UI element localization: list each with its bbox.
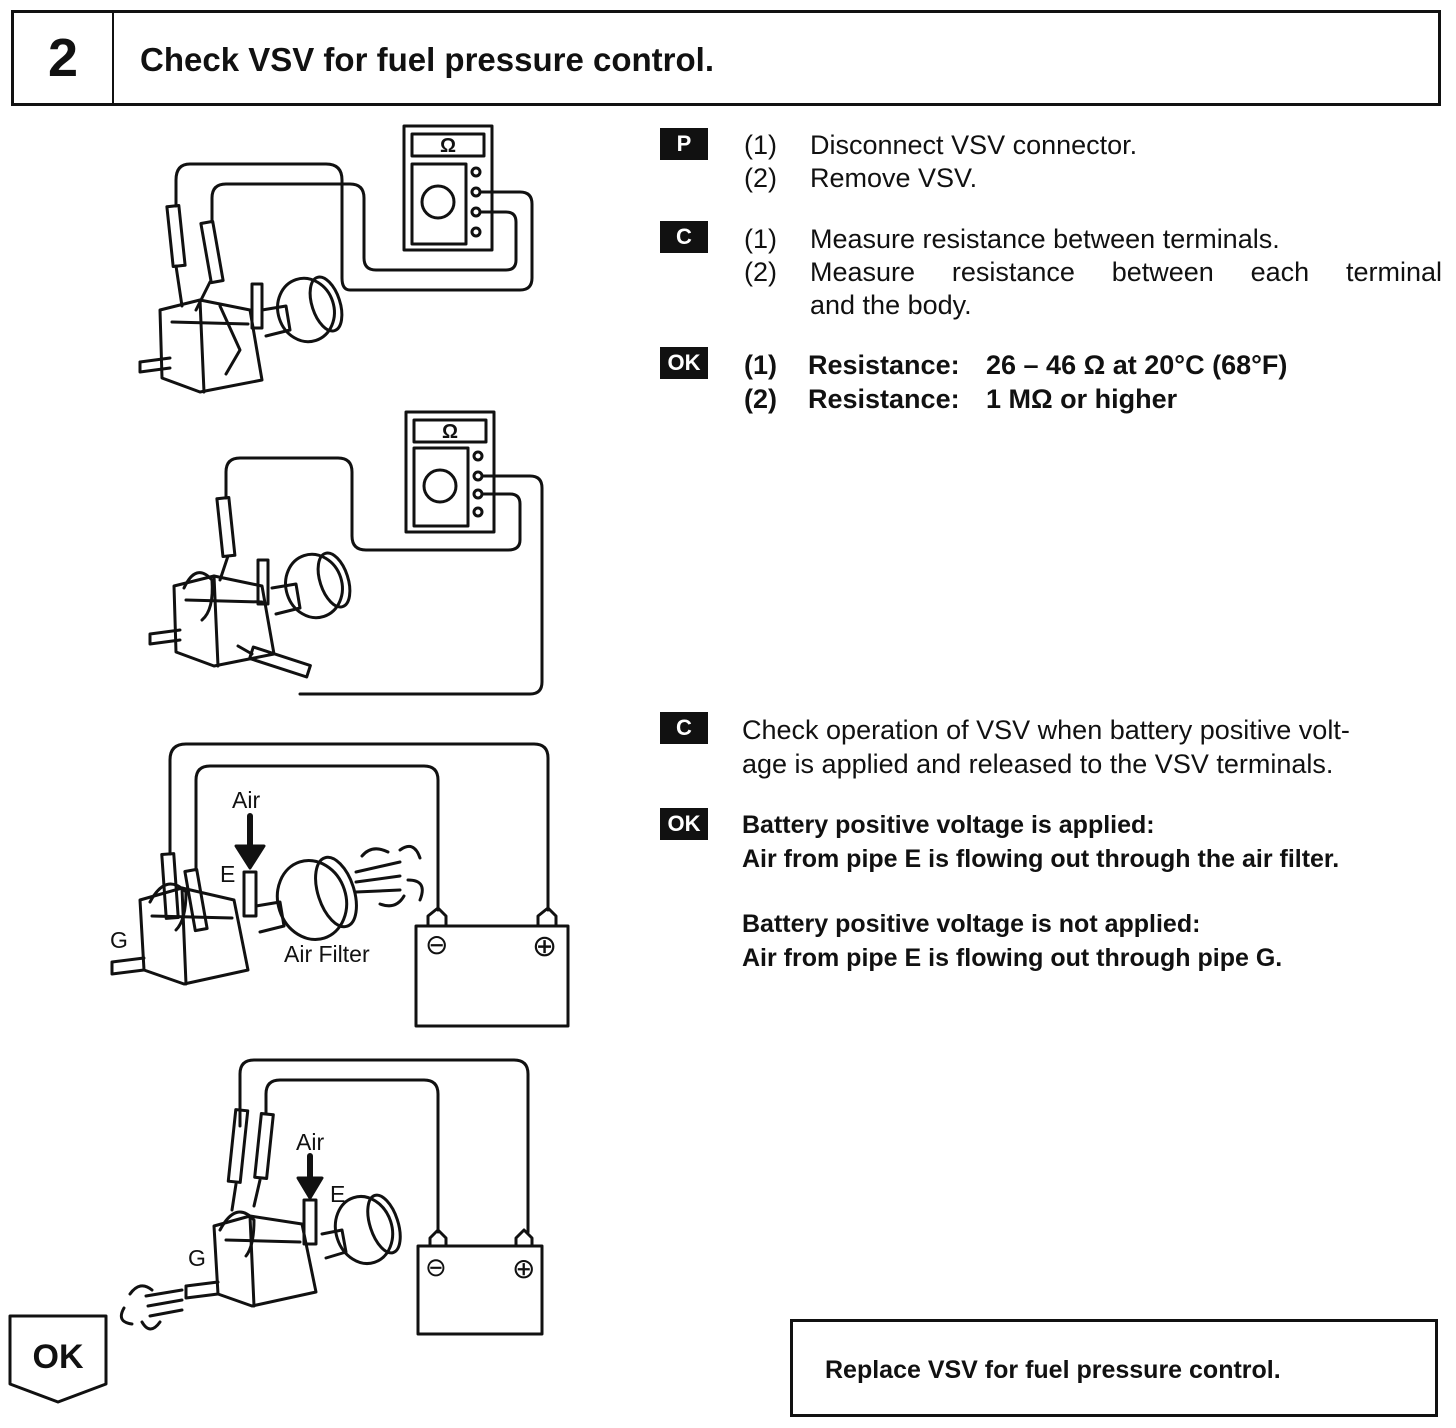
badge-check-2: C: [660, 712, 708, 744]
ohm-symbol-2: Ω: [442, 421, 458, 443]
badge-check-1: C: [660, 221, 708, 253]
ok1-num-1: (1): [744, 350, 777, 380]
pipe-g-label-2: G: [188, 1245, 206, 1271]
plus-terminal-2: ⊕: [512, 1253, 535, 1284]
ok1-label-1: Resistance:: [808, 350, 960, 380]
ok1-value-2: 1 MΩ or higher: [986, 384, 1178, 414]
ok2-applied-line-2: Air from pipe E is flowing out through t…: [742, 845, 1340, 873]
ng-action-text: Replace VSV for fuel pressure control.: [825, 1356, 1281, 1384]
diagram-resistance-terminals: [138, 124, 534, 394]
step-number: 2: [14, 13, 114, 103]
ohmmeter-1-body: [402, 124, 494, 252]
ok1-label-2: Resistance:: [808, 384, 960, 414]
step-title: Check VSV for fuel pressure control.: [140, 41, 714, 78]
ok2-applied-line-1: Battery positive voltage is applied:: [742, 811, 1155, 839]
prepare-text-1: Disconnect VSV connector.: [810, 130, 1138, 160]
air-label-2: Air: [296, 1129, 324, 1155]
diagrams: Ω Ω Air E G Air Filter ⊖ ⊕ Air E G ⊖ ⊕ O…: [8, 124, 570, 1404]
prepare-num-1: (1): [744, 130, 777, 160]
plus-terminal-1: ⊕: [532, 930, 557, 963]
pipe-e-label-1: E: [220, 861, 235, 887]
badge-prepare: P: [660, 128, 708, 160]
pipe-g-label-1: G: [110, 927, 128, 953]
prepare-text-2: Remove VSV.: [810, 163, 978, 193]
ok2-not-applied-line-1: Battery positive voltage is not applied:: [742, 910, 1201, 938]
pipe-e-label-2: E: [330, 1181, 345, 1207]
ohmmeter-2-body: [404, 410, 496, 534]
badge-ok-2: OK: [660, 808, 708, 840]
prepare-num-2: (2): [744, 163, 777, 193]
diagram-voltage-released: [119, 1058, 544, 1336]
check1-text-2b: and the body.: [810, 290, 972, 320]
check1-text-2a: Measure resistance between each terminal: [810, 257, 1442, 287]
diagram-resistance-body: [148, 410, 544, 696]
check2-line-2: age is applied and released to the VSV t…: [742, 749, 1334, 779]
ok-result-arrow-shape: [8, 1314, 108, 1404]
ok-result-label: OK: [33, 1338, 84, 1376]
air-label-1: Air: [232, 787, 260, 813]
minus-terminal-1: ⊖: [425, 929, 448, 960]
battery-2: [416, 1244, 544, 1336]
check1-num-2: (2): [744, 257, 777, 287]
battery-1: [414, 924, 570, 1028]
check1-num-1: (1): [744, 224, 777, 254]
badge-ok-1: OK: [660, 347, 708, 379]
step-header: 2 Check VSV for fuel pressure control.: [11, 10, 1441, 106]
check1-text-1: Measure resistance between terminals.: [810, 224, 1280, 254]
air-filter-label: Air Filter: [284, 941, 370, 967]
ohm-symbol-1: Ω: [440, 135, 456, 157]
minus-terminal-2: ⊖: [425, 1252, 447, 1282]
diagram-voltage-applied: [110, 742, 570, 1028]
ok1-value-1: 26 – 46 Ω at 20°C (68°F): [986, 350, 1288, 380]
ok2-not-applied-line-2: Air from pipe E is flowing out through p…: [742, 944, 1283, 972]
ok1-num-2: (2): [744, 384, 777, 414]
check2-line-1: Check operation of VSV when battery posi…: [742, 715, 1350, 745]
ng-result-box: Replace VSV for fuel pressure control.: [790, 1319, 1438, 1417]
